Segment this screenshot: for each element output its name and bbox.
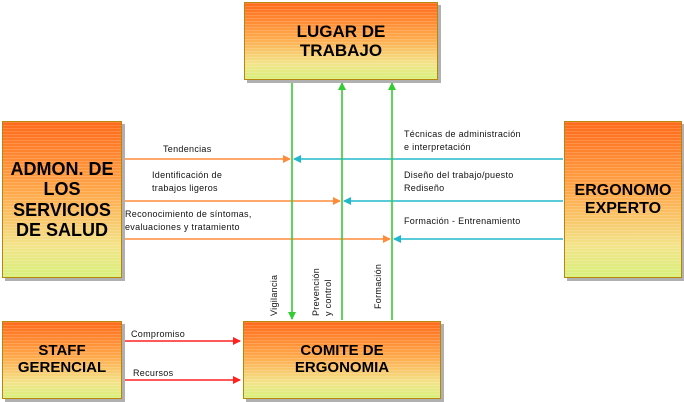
admon-servicios-salud-box: ADMON. DE LOS SERVICIOS DE SALUD bbox=[2, 121, 122, 278]
label-vigilancia: Vigilancia bbox=[269, 274, 279, 316]
lugar-de-trabajo-label: LUGAR DE TRABAJO bbox=[296, 21, 386, 60]
label-formacion-vertical: Formación bbox=[373, 263, 383, 309]
label-identificacion: Identificación de trabajos ligeros bbox=[152, 170, 223, 194]
label-diseno: Diseño del trabajo/puesto Rediseño bbox=[404, 170, 514, 194]
comite-ergonomia-label: COMITE DE ERGONOMIA bbox=[294, 342, 390, 376]
label-prevencion: Prevención y control bbox=[311, 267, 334, 316]
admon-servicios-salud-label: ADMON. DE LOS SERVICIOS DE SALUD bbox=[10, 159, 114, 240]
label-formacion-entrenamiento: Formación - Entrenamiento bbox=[404, 216, 521, 226]
label-reconocimiento: Reconocimiento de síntomas, evaluaciones… bbox=[125, 209, 252, 233]
label-compromiso: Compromiso bbox=[131, 329, 186, 339]
ergonomo-experto-label: ERGONOMO EXPERTO bbox=[574, 181, 672, 217]
ergonomo-experto-box: ERGONOMO EXPERTO bbox=[564, 121, 682, 278]
staff-gerencial-label: STAFF GERENCIAL bbox=[17, 342, 107, 376]
label-recursos: Recursos bbox=[133, 368, 174, 378]
label-tendencias: Tendencias bbox=[163, 144, 212, 154]
staff-gerencial-box: STAFF GERENCIAL bbox=[2, 321, 122, 399]
lugar-de-trabajo-box: LUGAR DE TRABAJO bbox=[244, 2, 438, 80]
comite-ergonomia-box: COMITE DE ERGONOMIA bbox=[243, 321, 441, 399]
label-tecnicas: Técnicas de administración e interpretac… bbox=[404, 129, 521, 153]
